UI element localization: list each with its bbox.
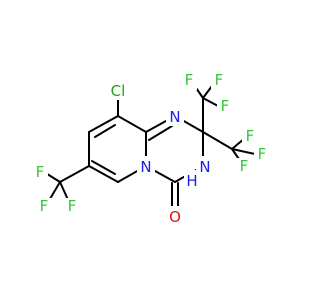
bond-c6-c7 <box>88 165 119 183</box>
fluorine-atom: F <box>221 97 230 115</box>
bond-c8-c9-double <box>94 124 116 138</box>
fluorine-atom: F <box>215 71 224 89</box>
bond-c9a-n1-double <box>148 125 173 141</box>
n5-atom: N <box>140 158 151 176</box>
fluorine-atom: F <box>68 197 77 215</box>
fluorine-atom: F <box>40 197 49 215</box>
fluorine-atom: F <box>240 157 249 175</box>
bond-cf3c-f2 <box>231 148 256 155</box>
bond-c7-cf3a <box>59 165 90 183</box>
fluorine-atom: F <box>258 145 267 163</box>
bond-cf3b-f3 <box>202 97 219 107</box>
oxygen-atom: O <box>169 208 181 226</box>
bond-c9-c9a <box>117 115 147 133</box>
molecule-svg: Cl N N N H O F F F F F F F F F <box>32 71 270 226</box>
nh-hydrogen-atom: H <box>186 172 197 190</box>
fluorine-atom: F <box>36 163 45 181</box>
n3-atom: N <box>199 158 210 176</box>
n1-atom: N <box>169 108 180 126</box>
molecule-structure-diagram: Cl N N N H O F F F F F F F F F <box>32 71 270 226</box>
fluorine-atom: F <box>185 71 194 89</box>
bond-c6-c7-double <box>91 160 116 175</box>
bond-c8-c9 <box>88 115 119 133</box>
chlorine-atom: Cl <box>111 82 126 100</box>
fluorine-atom: F <box>246 127 255 145</box>
bond-c2-cf3c <box>202 131 233 150</box>
atom-labels: Cl N N N H O F F F F F F F F F <box>32 71 270 226</box>
